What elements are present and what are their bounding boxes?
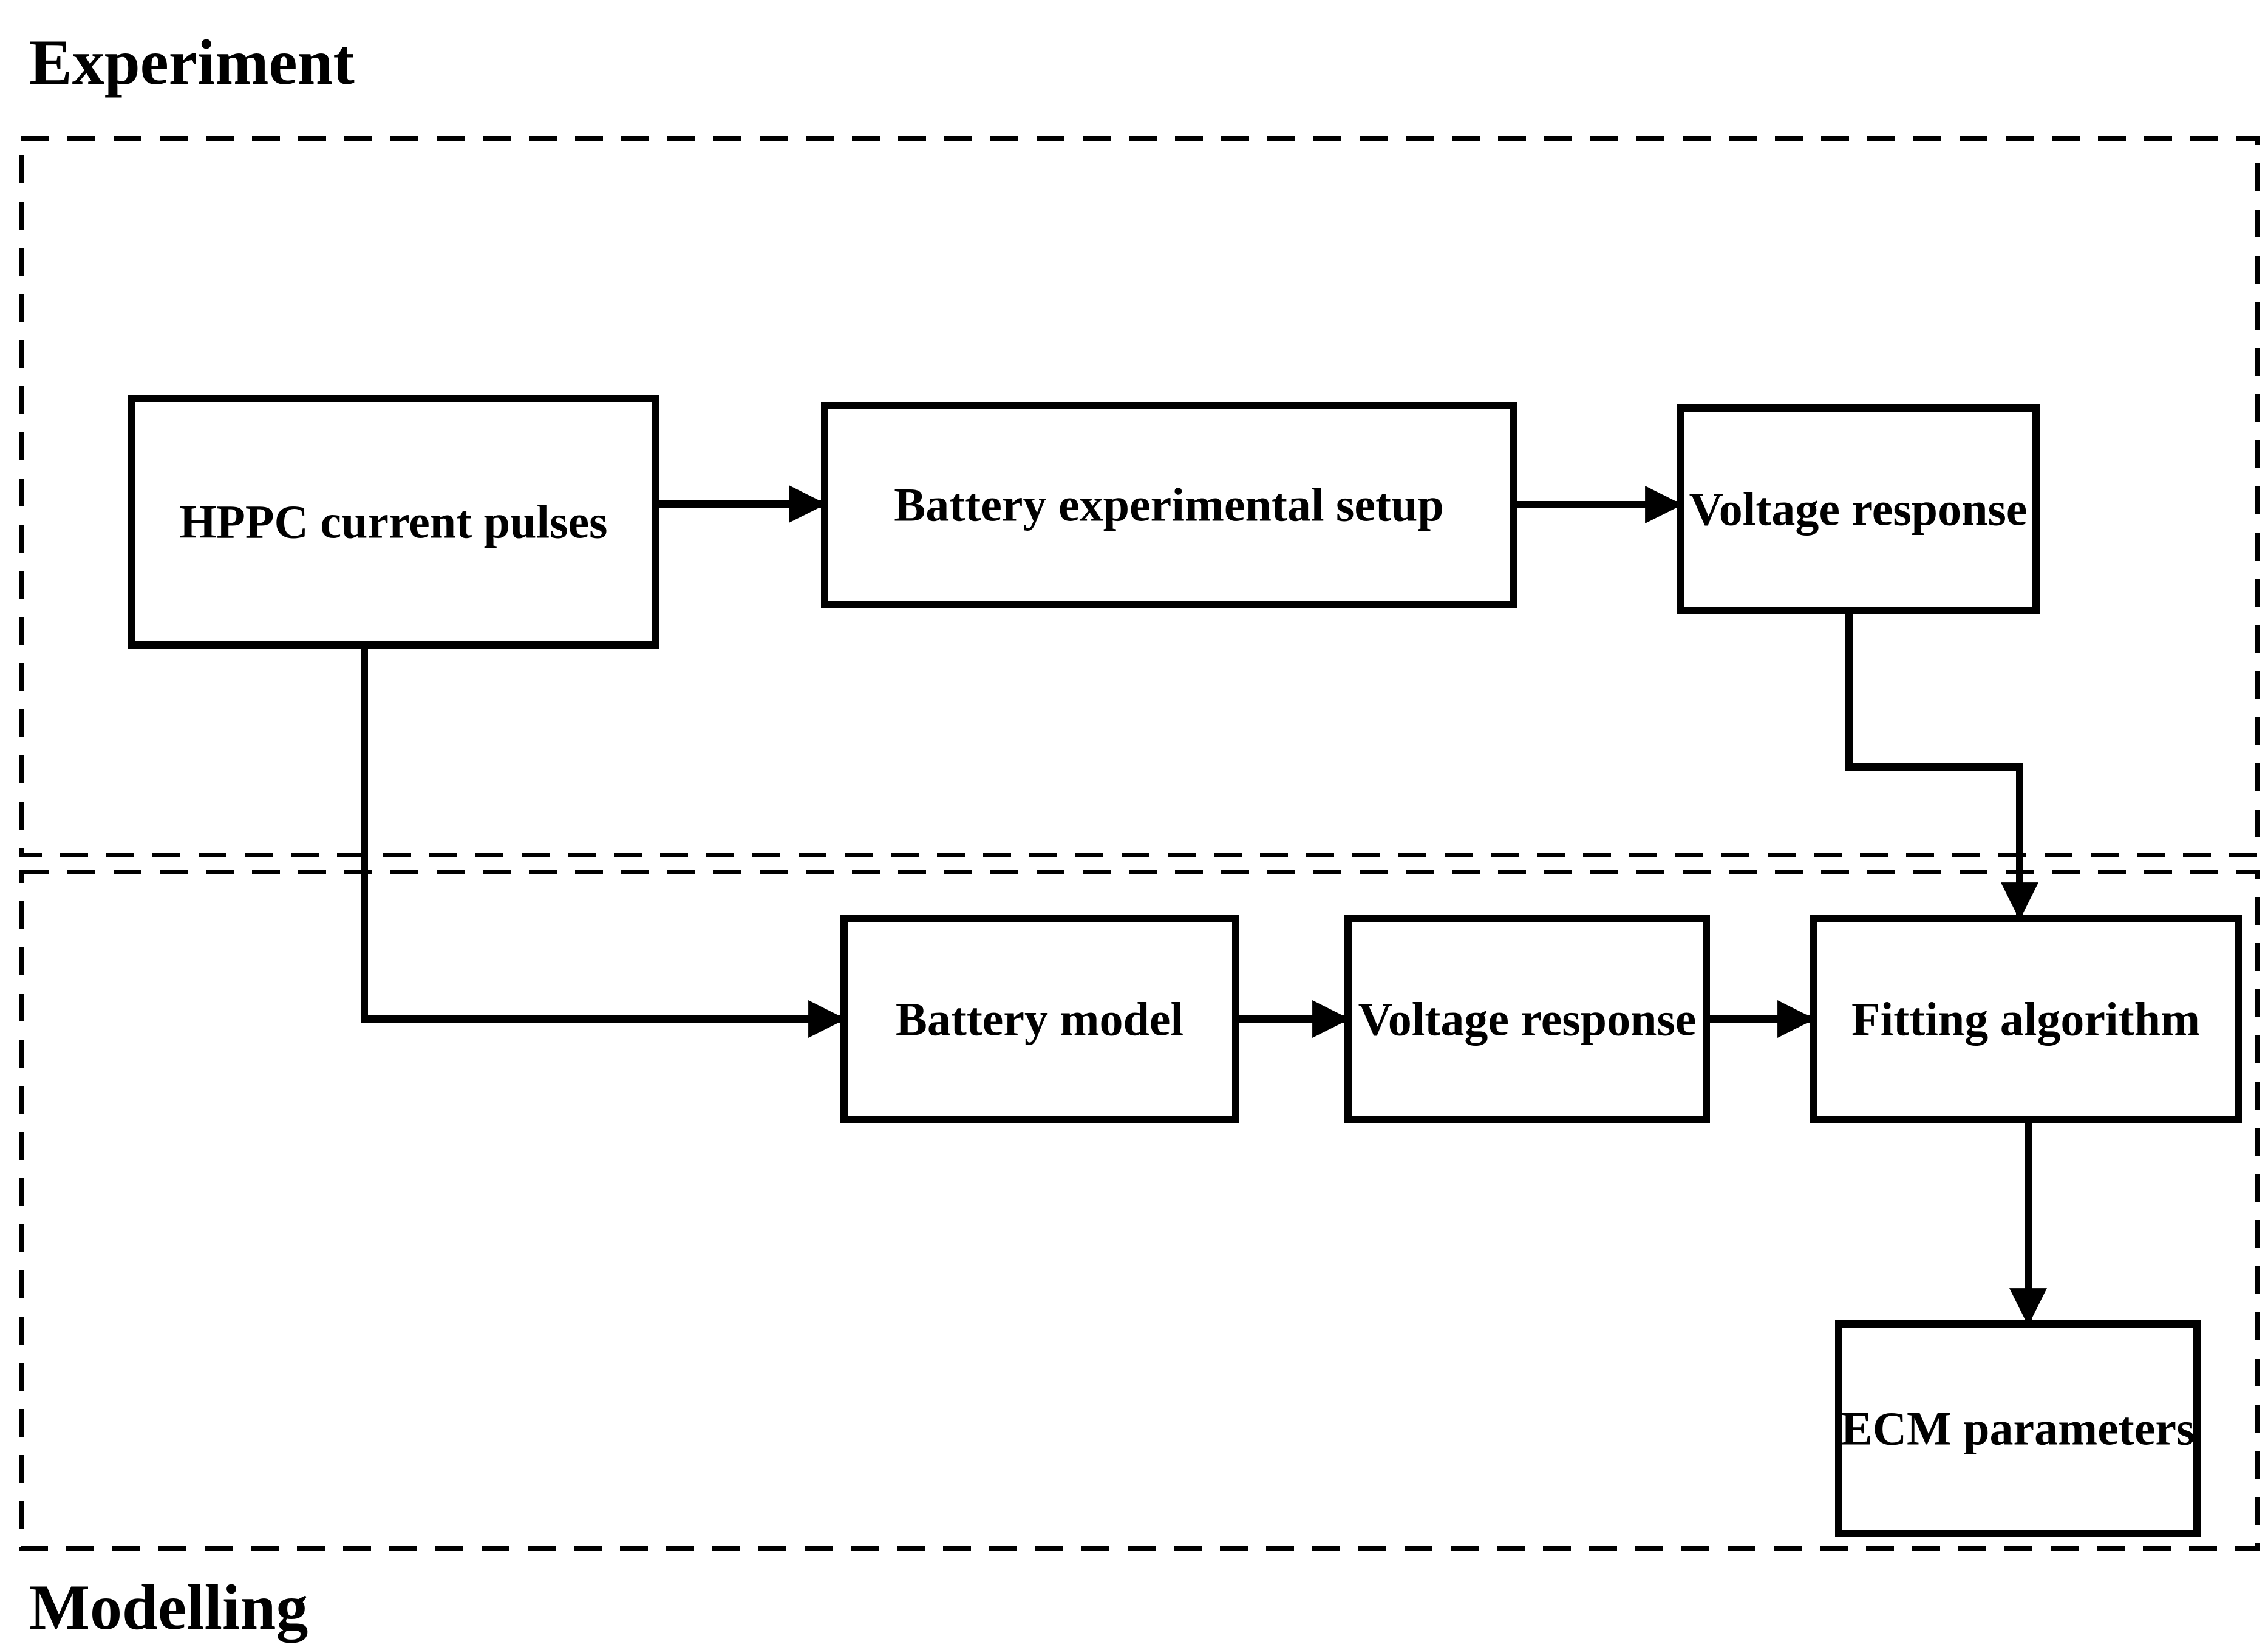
battery-setup-box (821, 402, 1517, 608)
fitting-algorithm-box (1810, 915, 2242, 1123)
fitting-algorithm-label: Fitting algorithm (1851, 993, 2200, 1046)
experiment-region-border (19, 136, 2260, 857)
node-battery-setup: Battery experimental setup (821, 402, 1517, 608)
voltage-response-exp-label: Voltage response (1689, 483, 2028, 536)
voltage-response-model-label: Voltage response (1358, 993, 1697, 1046)
ecm-parameters-box (1835, 1320, 2201, 1537)
hppc-label: HPPC current pulses (180, 496, 608, 548)
ecm-parameters-label: ECM parameters (1841, 1402, 2195, 1455)
hppc-box (128, 395, 659, 649)
battery-setup-label: Battery experimental setup (894, 479, 1443, 531)
node-battery-model: Battery model (840, 915, 1239, 1123)
battery-model-box (840, 915, 1239, 1123)
experiment-section-label: Experiment (29, 27, 355, 98)
node-ecm-parameters: ECM parameters (1835, 1320, 2201, 1537)
modelling-region-border (19, 870, 2260, 1551)
node-voltage-response-exp: Voltage response (1677, 404, 2040, 614)
node-voltage-response-model: Voltage response (1344, 915, 1710, 1123)
node-fitting-algorithm: Fitting algorithm (1810, 915, 2242, 1123)
voltage-response-exp-box (1677, 404, 2040, 614)
modelling-section-label: Modelling (29, 1572, 308, 1643)
node-hppc: HPPC current pulses (128, 395, 659, 649)
voltage-response-model-box (1344, 915, 1710, 1123)
edge-hppc-to-battery-model (361, 645, 846, 1038)
edge-voltage-response-exp-to-fitting-algorithm (1845, 610, 2038, 921)
battery-model-label: Battery model (896, 993, 1183, 1046)
